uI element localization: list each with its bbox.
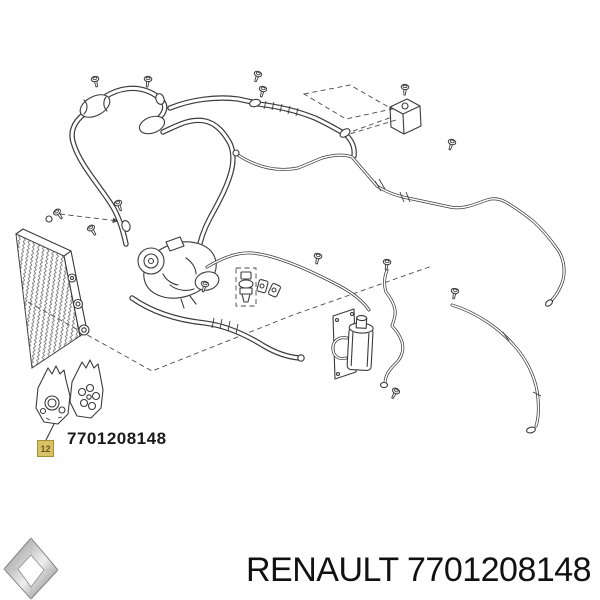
refrigerant-pipe-icons bbox=[232, 149, 566, 434]
item-callout-badge: 12 bbox=[37, 440, 54, 457]
callout-leader-line bbox=[45, 423, 55, 441]
dashed-guide-lines bbox=[27, 84, 433, 372]
compressor-icon bbox=[137, 236, 220, 309]
mounting-bracket-icon bbox=[389, 83, 422, 135]
footer-caption: RENAULT 7701208148 bbox=[246, 551, 592, 589]
pipe-clamp-icons bbox=[256, 279, 281, 298]
discharge-hose-icon bbox=[167, 95, 357, 159]
renault-logo-icon bbox=[3, 537, 59, 600]
part-number-label: 7701208148 bbox=[67, 429, 167, 448]
service-valve-icon bbox=[235, 267, 257, 307]
ac-hose-assembly-icon bbox=[69, 85, 236, 261]
bolt-icons bbox=[45, 69, 460, 401]
parts-bag-icons bbox=[35, 359, 104, 425]
receiver-drier-icon bbox=[331, 308, 374, 380]
compressor-to-drier-pipe-icon bbox=[205, 251, 371, 312]
condenser-icon bbox=[15, 228, 90, 369]
braid-marks bbox=[263, 100, 299, 117]
item-callout-number: 12 bbox=[40, 443, 51, 454]
suction-hose-icon bbox=[129, 295, 305, 362]
